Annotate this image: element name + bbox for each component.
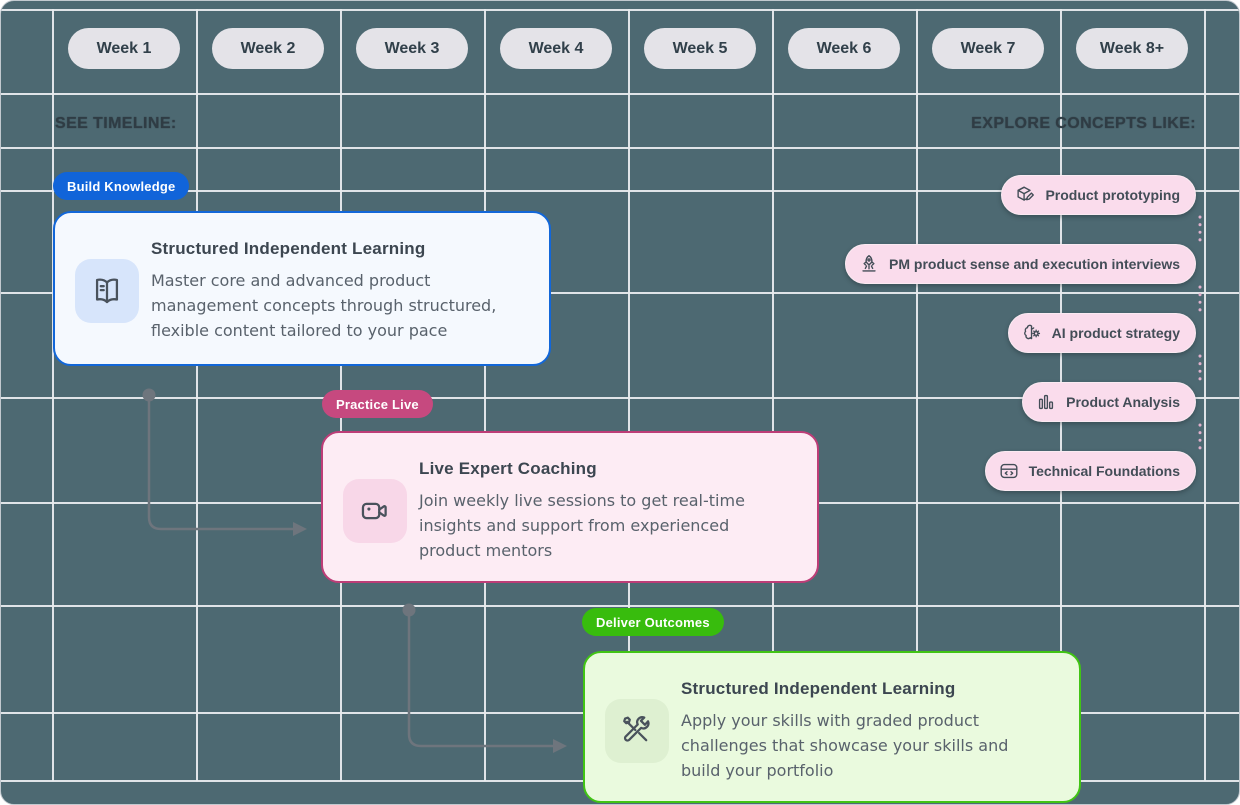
explore-concepts-heading: EXPLORE CONCEPTS LIKE: — [971, 115, 1196, 132]
card-body-line: Master core and advanced product — [151, 271, 431, 290]
arrow-stage1-to-stage2 — [142, 388, 307, 536]
badge-deliver-outcomes: Deliver Outcomes — [582, 608, 724, 636]
week-pill-3: Week 3 — [356, 28, 468, 69]
card-body-line: insights and support from experienced — [419, 516, 730, 535]
grid-line-horizontal — [1, 605, 1239, 607]
week-pill-4: Week 4 — [500, 28, 612, 69]
grid-line-horizontal — [1, 292, 1239, 294]
concept-pill-ai-product-strategy: AI product strategy — [1007, 313, 1196, 353]
concept-pill-product-analysis: Product Analysis — [1022, 382, 1196, 422]
card-body-line: flexible content tailored to your pace — [151, 321, 448, 340]
card-title: Structured Independent Learning — [681, 679, 956, 698]
rocket-icon — [862, 255, 876, 272]
brain-gear-icon — [1023, 324, 1040, 340]
week-pill-8: Week 8+ — [1076, 28, 1188, 69]
card-title: Live Expert Coaching — [419, 459, 597, 478]
card-body-line: Apply your skills with graded product — [681, 711, 980, 730]
card-body-line: management concepts through structured, — [151, 296, 497, 315]
card-body: Master core and advanced product managem… — [151, 268, 533, 343]
bar-chart-icon — [1039, 394, 1054, 410]
stage-card-deliver-outcomes: Structured Independent Learning Apply yo… — [583, 651, 1081, 803]
card-title: Structured Independent Learning — [151, 239, 426, 258]
week-pill-5: Week 5 — [644, 28, 756, 69]
cube-pencil-icon — [1017, 186, 1035, 201]
concept-pill-pm-interviews: PM product sense and execution interview… — [845, 244, 1196, 284]
grid-line-horizontal — [1, 9, 1239, 11]
grid-line-horizontal — [1, 147, 1239, 149]
open-book-icon — [75, 259, 139, 323]
grid-line-vertical — [916, 9, 918, 781]
week-pill-6: Week 6 — [788, 28, 900, 69]
see-timeline-heading: SEE TIMELINE: — [55, 115, 177, 132]
card-body: Apply your skills with graded product ch… — [681, 708, 1063, 783]
concept-pill-label: Product Analysis — [1066, 394, 1180, 410]
video-camera-icon — [343, 479, 407, 543]
grid-line-horizontal — [1, 93, 1239, 95]
concept-pill-label: AI product strategy — [1051, 325, 1180, 341]
stage-card-build-knowledge: Structured Independent Learning Master c… — [53, 211, 551, 366]
concept-pill-technical-foundations: Technical Foundations — [984, 451, 1196, 491]
grid-line-horizontal — [1, 190, 1239, 192]
stage-card-practice-live: Live Expert Coaching Join weekly live se… — [321, 431, 819, 583]
grid-line-vertical — [52, 9, 54, 781]
concept-pill-label: PM product sense and execution interview… — [889, 256, 1180, 272]
card-body-line: product mentors — [419, 541, 553, 560]
card-body: Join weekly live sessions to get real-ti… — [419, 488, 801, 563]
card-body-line: challenges that showcase your skills and — [681, 736, 1009, 755]
week-pill-1: Week 1 — [68, 28, 180, 69]
grid-line-horizontal — [1, 397, 1239, 399]
grid-line-vertical — [628, 9, 630, 781]
week-pill-2: Week 2 — [212, 28, 324, 69]
grid-line-vertical — [1204, 9, 1206, 781]
badge-practice-live: Practice Live — [322, 390, 433, 418]
grid-line-vertical — [484, 9, 486, 781]
week-pill-7: Week 7 — [932, 28, 1044, 69]
badge-build-knowledge: Build Knowledge — [53, 172, 190, 200]
terminal-window-icon — [1000, 463, 1018, 479]
concept-pill-product-prototyping: Product prototyping — [1001, 175, 1196, 215]
grid-line-vertical — [196, 9, 198, 781]
concept-pill-label: Product prototyping — [1045, 187, 1180, 203]
grid-line-vertical — [772, 9, 774, 781]
card-body-line: Join weekly live sessions to get real-ti… — [419, 491, 745, 510]
card-body-line: build your portfolio — [681, 761, 834, 780]
concept-pill-label: Technical Foundations — [1028, 463, 1180, 479]
crossed-tools-icon — [605, 699, 669, 763]
